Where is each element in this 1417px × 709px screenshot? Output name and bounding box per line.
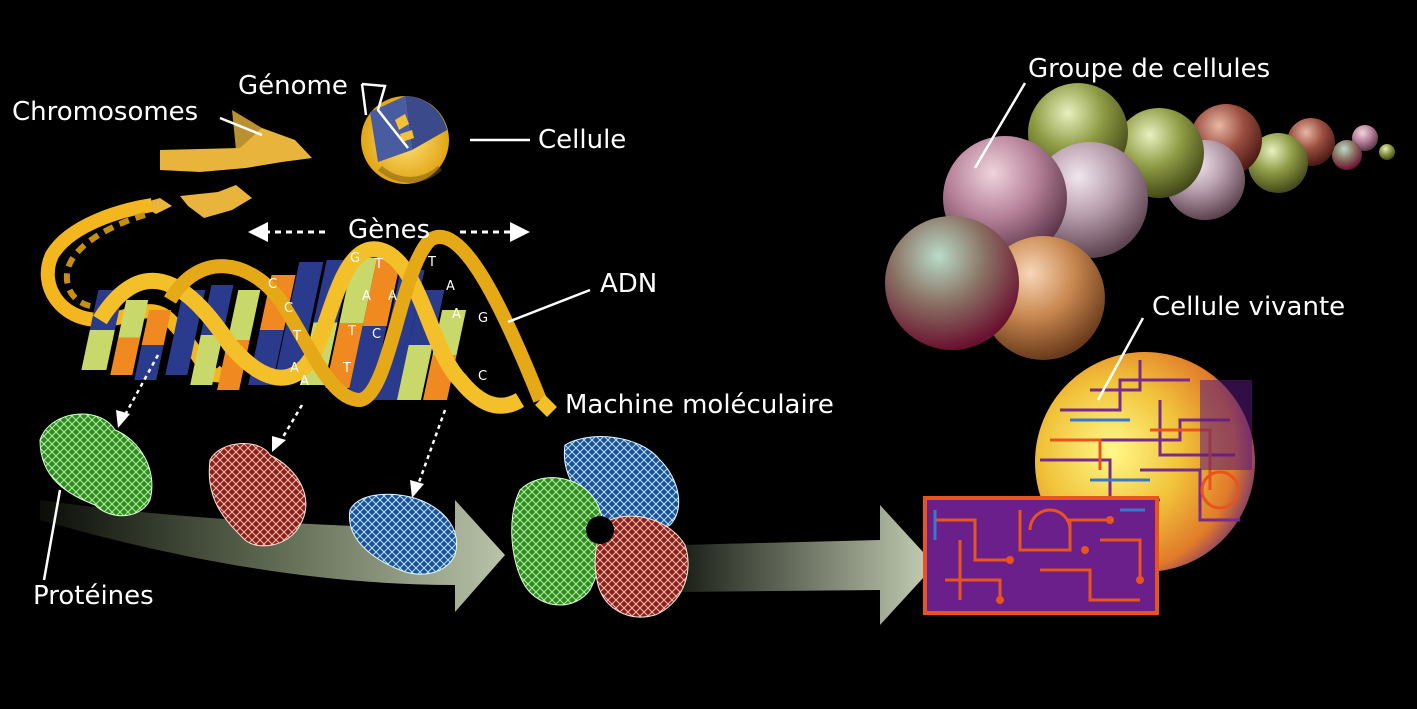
label-chromosomes: Chromosomes bbox=[12, 97, 198, 127]
label-dna: ADN bbox=[600, 269, 657, 299]
dna-base-letter: A bbox=[452, 307, 461, 322]
dna-base-letter: C bbox=[478, 369, 487, 384]
dna-base-letter: A bbox=[388, 289, 397, 304]
dna-base-letter: C bbox=[284, 301, 293, 316]
label-molecular-machine: Machine moléculaire bbox=[565, 390, 834, 420]
dna-base-pair bbox=[325, 258, 378, 388]
gene-to-protein-arrows bbox=[123, 354, 447, 486]
leader-lines bbox=[42, 82, 1145, 581]
label-genome: Génome bbox=[238, 71, 348, 101]
label-cell-group: Groupe de cellules bbox=[1028, 54, 1270, 84]
dna-base-letter: T bbox=[292, 329, 301, 344]
protein-blue bbox=[349, 493, 457, 575]
cell-group bbox=[885, 83, 1395, 360]
dna-helix bbox=[40, 198, 557, 417]
label-cell: Cellule bbox=[538, 125, 626, 155]
dna-base-letter: T bbox=[427, 255, 436, 270]
dna-base-letter: T bbox=[374, 257, 383, 272]
process-arrow-2 bbox=[680, 505, 935, 625]
genes-right-arrow bbox=[460, 222, 530, 242]
label-proteins: Protéines bbox=[33, 581, 154, 611]
protein-green bbox=[39, 413, 153, 517]
label-living-cell: Cellule vivante bbox=[1152, 292, 1345, 322]
label-genes: Gènes bbox=[348, 215, 430, 245]
dna-base-letter: G bbox=[478, 311, 488, 326]
dna-base-letter: C bbox=[372, 327, 381, 342]
cell-cutaway-icon bbox=[361, 96, 449, 184]
dna-base-pair bbox=[110, 300, 149, 375]
dna-base-letter: A bbox=[300, 374, 309, 389]
dna-base-letter: T bbox=[342, 361, 351, 376]
dna-base-letter: A bbox=[362, 289, 371, 304]
genome-bracket bbox=[360, 82, 409, 149]
gene-to-protein-arrowheads bbox=[116, 410, 424, 498]
protein-red bbox=[208, 443, 307, 547]
dna-base-letter: C bbox=[268, 277, 277, 292]
dna-base-pair bbox=[134, 310, 172, 380]
dna-base-pair bbox=[217, 290, 261, 390]
dna-base-letter: A bbox=[446, 279, 455, 294]
circuit-board bbox=[923, 496, 1159, 615]
chromosome-small-icon bbox=[140, 185, 252, 218]
dna-base-letter: T bbox=[347, 324, 356, 339]
molecular-machine-complex bbox=[511, 436, 689, 618]
genes-left-arrow bbox=[248, 222, 325, 242]
dna-base-pair bbox=[347, 256, 402, 396]
dna-base-letter: A bbox=[290, 361, 299, 376]
dna-base-letter: G bbox=[350, 251, 360, 266]
chromosome-large-icon bbox=[160, 110, 312, 172]
